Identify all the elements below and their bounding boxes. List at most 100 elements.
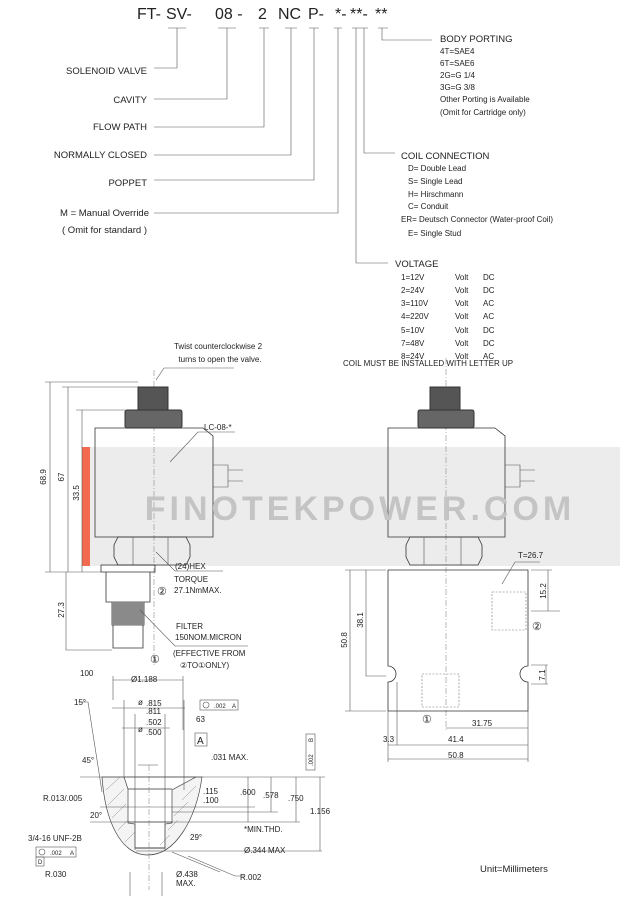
code-ft: FT-	[137, 6, 161, 23]
radius-030: R.030	[45, 870, 67, 879]
coil-item: D= Double Lead	[408, 164, 466, 173]
code-nc: NC	[278, 6, 301, 23]
datum-a-box	[194, 732, 208, 747]
dim-438: Ø.438	[176, 870, 198, 879]
min-thread-note: *MIN.THD.	[244, 825, 283, 834]
port-1-marker: ①	[150, 654, 160, 666]
svg-text:A: A	[232, 704, 236, 710]
svg-text:DC: DC	[483, 339, 495, 348]
dia-symbol: ø	[138, 725, 143, 734]
hex-nut	[405, 536, 483, 566]
radius-013: R.013/.005	[43, 794, 83, 803]
code-labels: SOLENOID VALVE CAVITY FLOW PATH NORMALLY…	[54, 66, 149, 236]
svg-text:Volt: Volt	[455, 286, 469, 295]
angle-20: 20°	[90, 811, 102, 820]
svg-text:AC: AC	[483, 352, 494, 361]
svg-text:Volt: Volt	[455, 326, 469, 335]
dim-031-max: .031 MAX.	[211, 753, 248, 762]
label-manual-override: M = Manual Override	[60, 208, 149, 219]
roughness-63: 63	[196, 715, 205, 724]
model-code: FT- SV- 08 - 2 NC P- *- **- **	[137, 6, 387, 23]
watermark: FINOTEKPOWER.COM	[145, 490, 575, 528]
thread-spec: 3/4-16 UNF-2B	[28, 834, 82, 843]
datum-a: A	[197, 736, 204, 747]
thickness-label: T=26.7	[518, 551, 544, 560]
dim-dia-1-188: Ø1.188	[131, 675, 158, 684]
dim-502: .502	[146, 718, 162, 727]
body-porting-block: BODY PORTING 4T=SAE4 6T=SAE6 2G=G 1/4 3G…	[440, 34, 530, 117]
code-voltage-coil: **-	[350, 6, 368, 23]
twist-note: Twist counterclockwise 2	[174, 342, 263, 351]
dim-100: .100	[203, 796, 219, 805]
coil-connection-block: COIL CONNECTION D= Double Lead S= Single…	[401, 151, 553, 238]
dim-33-5: 33.5	[72, 485, 81, 501]
torque-value: 27.1NmMAX.	[174, 586, 222, 595]
dim-67: 67	[57, 472, 66, 481]
filter-spec: 150NOM.MICRON	[175, 633, 242, 642]
svg-text:AC: AC	[483, 312, 494, 321]
code-leader-lines	[154, 27, 432, 264]
svg-text:Volt: Volt	[455, 312, 469, 321]
dim-500: .500	[146, 728, 162, 737]
filter-note: ②TO①ONLY)	[180, 661, 230, 670]
svg-text:B: B	[309, 738, 315, 742]
coil-connection-title: COIL CONNECTION	[401, 151, 489, 162]
dia-symbol: ø	[138, 698, 143, 707]
dim-38-1: 38.1	[356, 612, 365, 628]
knob	[137, 386, 169, 411]
dim-31-75: 31.75	[472, 719, 493, 728]
dim-3-3: 3.3	[383, 735, 395, 744]
angle-29: 29°	[190, 833, 202, 842]
coil-body	[94, 427, 214, 538]
filter-note: (EFFECTIVE FROM	[173, 649, 246, 658]
voltage-title: VOLTAGE	[395, 259, 438, 270]
svg-text:.002: .002	[50, 851, 62, 857]
dim-815: .815	[146, 699, 162, 708]
dim-344-max: Ø.344 MAX	[244, 846, 286, 855]
svg-text:Volt: Volt	[455, 352, 469, 361]
svg-text:.002: .002	[214, 704, 226, 710]
accent-bar	[82, 447, 90, 566]
code-flow: 2	[258, 6, 267, 23]
knob	[429, 386, 461, 411]
coil-item: E= Single Stud	[408, 229, 461, 238]
label-cavity: CAVITY	[113, 95, 147, 106]
filter-label: FILTER	[176, 622, 203, 631]
watermark-band	[88, 447, 620, 566]
concentricity-frame: .002 A	[199, 699, 239, 711]
dim-438-max: MAX.	[176, 879, 196, 888]
svg-text:D: D	[38, 860, 43, 866]
torque-label: TORQUE	[174, 575, 208, 584]
coil-item: C= Conduit	[408, 202, 449, 211]
porting-item: (Omit for Cartridge only)	[440, 108, 526, 117]
dim-27-3: 27.3	[57, 602, 66, 618]
unit-note: Unit=Millimeters	[480, 864, 548, 875]
valve-side-view: Twist counterclockwise 2 turns to open t…	[39, 342, 263, 670]
coil-item: ER= Deutsch Connector (Water-proof Coil)	[401, 215, 553, 224]
dim-50-8-vertical: 50.8	[340, 632, 349, 648]
svg-text:Volt: Volt	[455, 339, 469, 348]
lock-nut	[124, 409, 183, 429]
code-sv: SV-	[166, 6, 192, 23]
svg-text:1=12V: 1=12V	[401, 273, 425, 282]
porting-item: 4T=SAE4	[440, 47, 475, 56]
dim-811: .811	[146, 707, 162, 716]
svg-text:A: A	[70, 851, 74, 857]
svg-text:DC: DC	[483, 286, 495, 295]
coil-label: LC-08-*	[204, 423, 232, 432]
hex-label: (24)HEX	[175, 562, 206, 571]
code-p: P-	[308, 6, 324, 23]
datum-b-frame: .002 B	[305, 733, 316, 771]
svg-text:3=110V: 3=110V	[401, 299, 429, 308]
valve-block-view: COIL MUST BE INSTALLED WITH LETTER UP T=…	[340, 358, 560, 762]
porting-item: 3G=G 3/8	[440, 83, 475, 92]
dim-7-1: 7.1	[538, 669, 547, 681]
label-omit-standard: ( Omit for standard )	[62, 225, 147, 236]
coil-item: H= Hirschmann	[408, 190, 463, 199]
code-cavity: 08 -	[215, 6, 243, 23]
svg-text:DC: DC	[483, 273, 495, 282]
dim-15-2: 15.2	[539, 583, 548, 599]
